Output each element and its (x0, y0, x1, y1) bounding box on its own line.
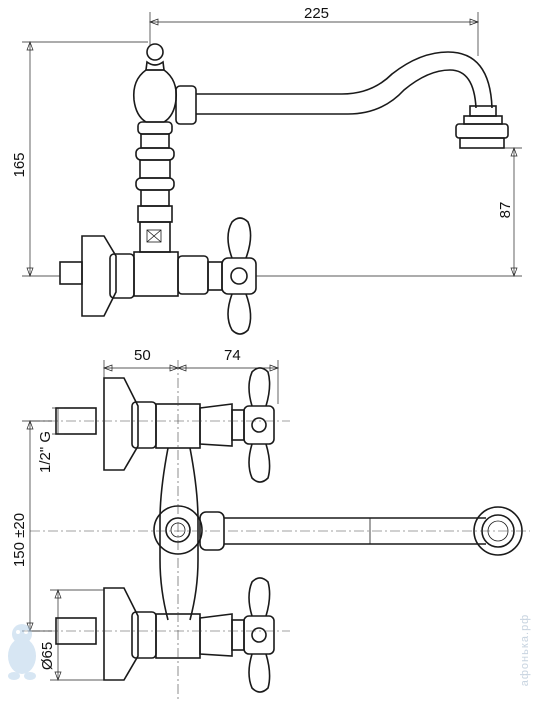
dim-total-height: 165 (11, 152, 28, 177)
dim-spout-height: 87 (497, 202, 514, 219)
front-elevation-view: 50 74 1/2" G 150 ±20 Ø65 (11, 347, 530, 700)
mascot-logo-icon (8, 624, 36, 680)
dim-handle-offset: 74 (224, 347, 241, 364)
dim-connection-spacing: 150 ±20 (11, 513, 28, 567)
dim-escutcheon-diameter: Ø65 (39, 642, 56, 670)
side-elevation-view: 225 165 87 (11, 5, 522, 335)
dim-left-offset: 50 (134, 347, 151, 364)
watermark-text: афонька.рф (519, 614, 531, 687)
dim-spout-reach: 225 (304, 5, 329, 22)
dim-thread: 1/2" G (37, 431, 54, 473)
